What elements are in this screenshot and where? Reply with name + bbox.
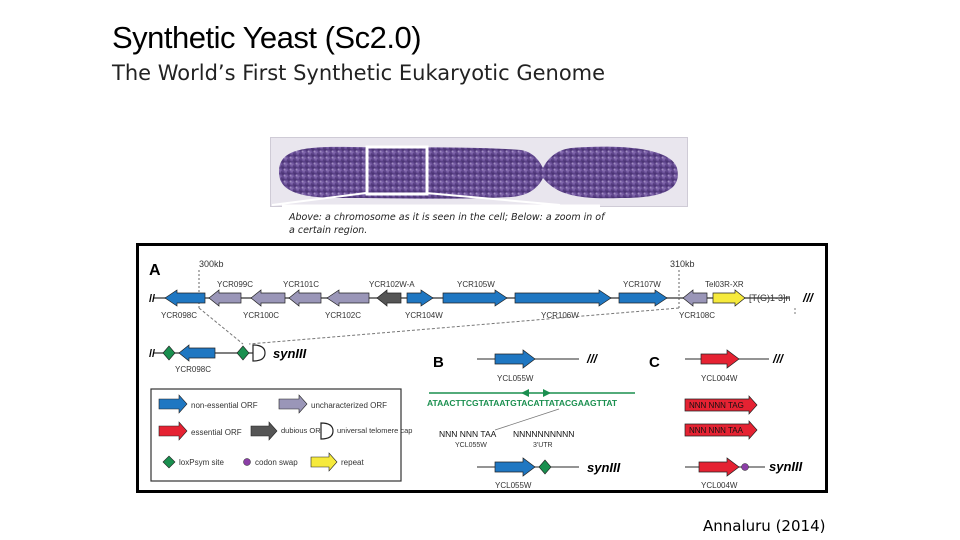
bottom-gene-label: YCR098C [161, 311, 197, 320]
legend-nonessential-icon [158, 394, 188, 414]
panel-b-loxp-icon [538, 459, 552, 475]
panel-b-syn-gene-label: YCL055W [495, 481, 532, 490]
legend-repeat-icon [310, 452, 338, 472]
loxp-icon [236, 345, 250, 361]
gene-ycr106w-arrow [514, 289, 612, 307]
utr-label: 3'UTR [533, 442, 553, 449]
slide-title: Synthetic Yeast (Sc2.0) [112, 20, 422, 55]
legend-label: loxPsym site [179, 458, 224, 467]
legend-label: essential ORF [191, 428, 242, 437]
syn-label-c: synIII [769, 459, 803, 474]
panel-b-letter: B [433, 354, 444, 371]
top-gene-label: YCR105W [457, 280, 495, 289]
top-gene-label: Tel03R-XR [705, 280, 744, 289]
bottom-gene-label: YCR108C [679, 311, 715, 320]
syn-gene-label: YCR098C [175, 365, 211, 374]
legend-label: dubious ORF [281, 426, 326, 435]
panel-c-gene-label: YCL004W [701, 374, 738, 383]
panel-c-seq-top: NNN NNN TAG [689, 401, 744, 410]
end-mark-a: /// [802, 291, 815, 305]
end-mark-b: /// [586, 352, 599, 366]
figure-caption: Above: a chromosome as it is seen in the… [289, 212, 605, 236]
legend-codon-icon [243, 458, 251, 466]
repeat-arrow [712, 289, 746, 307]
coord-left: 300kb [199, 259, 224, 269]
legend-loxp-icon [162, 455, 176, 469]
gene-ycr099c-arrow [208, 289, 242, 307]
legend-uncharacterized-icon [278, 394, 308, 414]
coord-right: 310kb [670, 259, 695, 269]
syn-label-b: synIII [587, 460, 621, 475]
gene-ycr101c-arrow [288, 289, 322, 307]
panel-b-gene-label: YCL055W [497, 374, 534, 383]
panel-c-letter: C [649, 354, 660, 371]
telomere-cap-icon [252, 344, 266, 362]
top-gene-label: YCR107W [623, 280, 661, 289]
bottom-gene-label: YCR104W [405, 311, 443, 320]
gene-ycr102c-arrow [326, 289, 370, 307]
panel-b-syn-arrow [494, 457, 536, 477]
top-gene-label: YCR101C [283, 280, 319, 289]
panel-c-codon-icon [741, 463, 749, 471]
gene-ycr107w-arrow [618, 289, 668, 307]
bottom-gene-label: YCR106W [541, 311, 579, 320]
loxp-icon [162, 345, 176, 361]
gene-ycr100c-arrow [250, 289, 286, 307]
top-gene-label: YCR099C [217, 280, 253, 289]
panel-b-gene-small: YCL055W [455, 442, 487, 449]
gene-ycr108c-arrow [682, 289, 708, 307]
gene-ycr098c-arrow [164, 289, 206, 307]
bottom-gene-label: YCR100C [243, 311, 279, 320]
start-mark: // [149, 293, 155, 305]
panel-c-syn-gene-label: YCL004W [701, 481, 738, 490]
panel-b-gene-arrow [494, 349, 536, 369]
legend-box [150, 388, 402, 482]
chromosome-image [270, 137, 688, 207]
panel-c-syn-arrow [698, 457, 740, 477]
legend-telomere-icon [320, 422, 334, 440]
panel-c-gene-arrow [700, 349, 740, 369]
legend-label: repeat [341, 458, 364, 467]
gene-ycr104w-arrow [406, 289, 434, 307]
legend-label: non-essential ORF [191, 401, 258, 410]
citation: Annaluru (2014) [703, 517, 826, 535]
slide-subtitle: The World’s First Synthetic Eukaryotic G… [112, 61, 606, 85]
panel-c-seq-bottom: NNN NNN TAA [689, 426, 744, 435]
loxp-sequence: ATAACTTCGTATAATGTACATTATACGAAGTTAT [427, 398, 618, 408]
end-mark-c: /// [772, 352, 785, 366]
syn-gene-arrow [178, 344, 216, 362]
panel-c-seq-bottom-arrow [684, 420, 758, 440]
panel-a-letter: A [149, 262, 161, 279]
stop-sequence: NNN NNN TAA [439, 429, 497, 439]
legend-label: codon swap [255, 458, 298, 467]
syn-label-a: synIII [273, 346, 307, 361]
legend-essential-icon [158, 421, 188, 441]
utr-sequence: NNNNNNNNNN [513, 429, 574, 439]
bottom-gene-label: YCR102C [325, 311, 361, 320]
legend-dubious-icon [250, 421, 278, 441]
legend-label: uncharacterized ORF [311, 401, 387, 410]
gene-figure: A 300kb 310kb // [T(G)1-3]n /// YCR099C … [136, 243, 828, 493]
gene-ycr105w-arrow [442, 289, 508, 307]
legend-label: universal telomere cap [337, 426, 412, 435]
gene-ycr102w-a-arrow [376, 289, 402, 307]
repeat-label: [T(G)1-3]n [749, 293, 791, 303]
top-gene-label: YCR102W-A [369, 280, 415, 289]
panel-c-seq-top-arrow [684, 395, 758, 415]
start-mark-syn: // [149, 348, 155, 360]
